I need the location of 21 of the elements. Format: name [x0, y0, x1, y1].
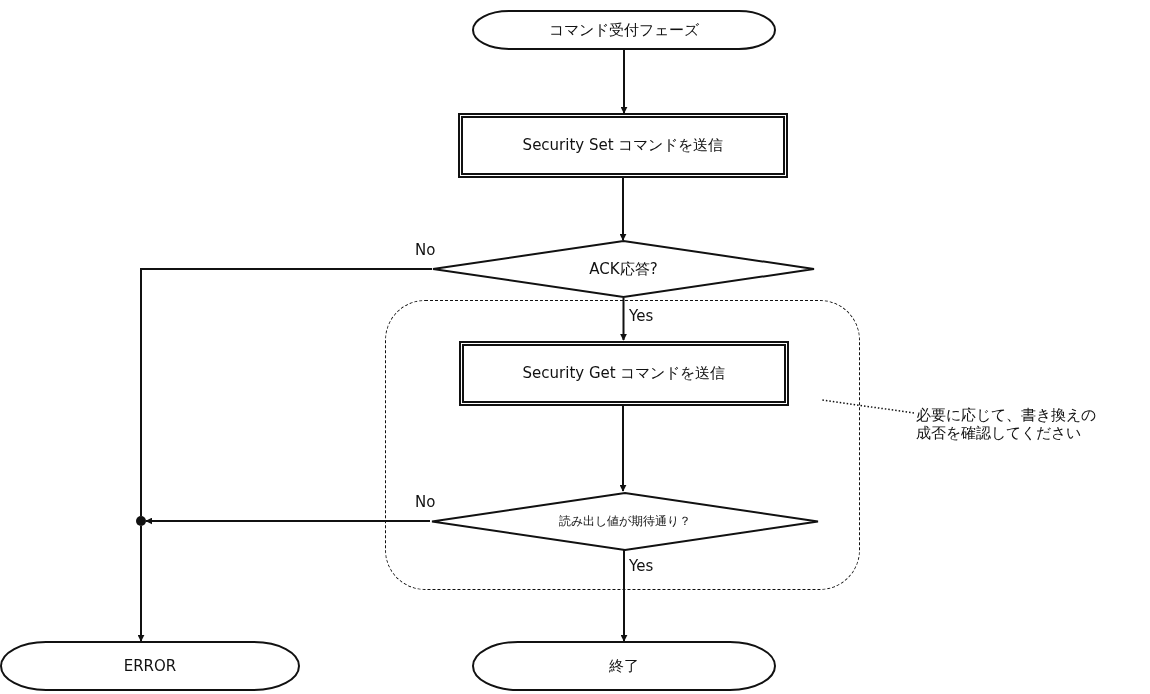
arrow	[145, 517, 431, 525]
arrow	[137, 525, 145, 642]
process-box	[459, 341, 789, 406]
leader-line	[821, 399, 915, 414]
process-box	[458, 113, 788, 178]
node-text: ERROR	[123, 657, 177, 675]
dashed-group-frame	[385, 300, 860, 590]
node-text: ACK応答?	[589, 259, 658, 279]
note-text: 必要に応じて、書き換えの成否を確認してください	[916, 402, 1108, 446]
junction-dot	[136, 516, 146, 526]
node-text: 終了	[609, 656, 639, 676]
node-text: Security Get コマンドを送信	[522, 364, 726, 383]
node-text: コマンド受付フェーズ	[549, 20, 699, 40]
arrow	[620, 549, 628, 642]
arrow	[619, 404, 627, 492]
node-text: Security Set コマンドを送信	[522, 136, 724, 155]
arrow	[619, 177, 627, 241]
arrow	[620, 49, 628, 114]
node-text: 読み出し値が期待通り？	[559, 513, 691, 530]
arrow	[620, 297, 627, 341]
terminal-shape	[0, 641, 300, 691]
